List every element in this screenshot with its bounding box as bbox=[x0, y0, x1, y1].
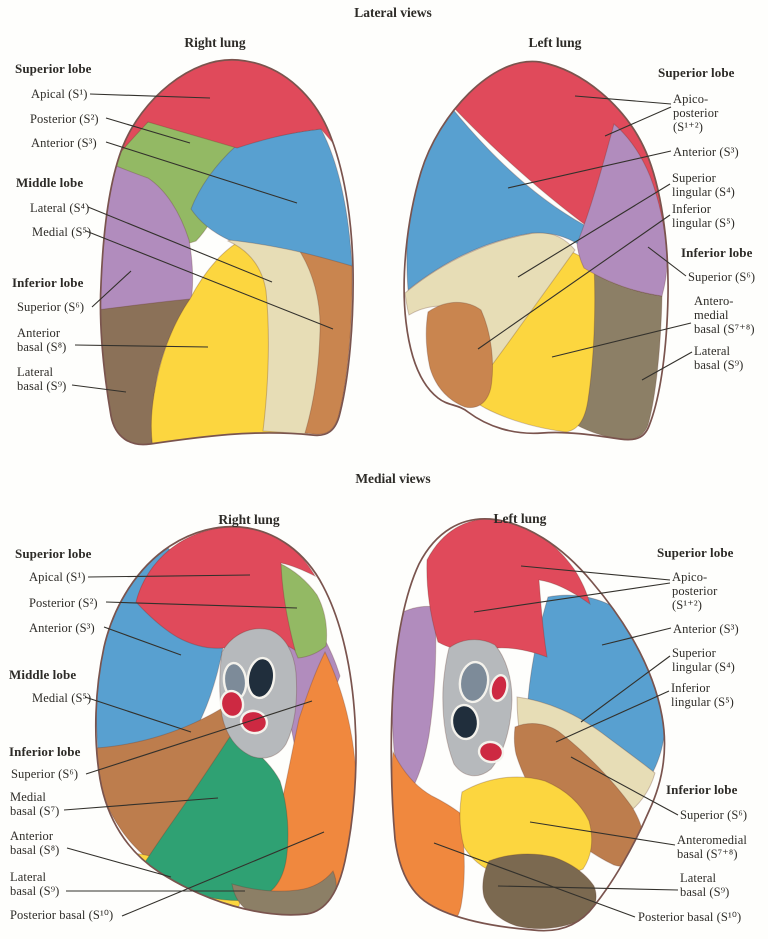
right-lung-lateral bbox=[100, 59, 353, 445]
label-middle-lobe: Middle lobe bbox=[16, 175, 84, 190]
label-anterior-s3: Anterior (S³) bbox=[31, 136, 97, 150]
hilum-pulmonary-vein bbox=[489, 674, 509, 702]
label-posterior-basal-s10: Posterior basal (S¹⁰) bbox=[10, 908, 114, 922]
hilum-bronchus bbox=[246, 656, 276, 700]
segment-medial-s5 bbox=[297, 249, 353, 435]
segment-anteromedial-basal-s78 bbox=[459, 776, 593, 881]
label-anteromedial-basal-s78: Anteromedial basal (S⁷⁺⁸) bbox=[677, 833, 747, 861]
label-anterior-basal-s8: Anterior basal (S⁸) bbox=[17, 326, 67, 354]
label-lateral-basal-s9: Lateral basal (S⁹) bbox=[694, 344, 744, 372]
label-superior-lobe: Superior lobe bbox=[15, 61, 92, 76]
left-lung-medial bbox=[391, 518, 665, 931]
label-superior-s6: Superior (S⁶) bbox=[688, 270, 756, 284]
lung-title-left-lateral: Left lung bbox=[528, 35, 582, 50]
label-inferior-lingular-s5: Inferior lingular (S⁵) bbox=[671, 681, 734, 709]
label-apicoposterior-s12: Apico- posterior (S¹⁺²) bbox=[672, 570, 718, 612]
label-lateral-basal-s9: Lateral basal (S⁹) bbox=[17, 365, 67, 393]
right-lung-medial bbox=[95, 526, 356, 915]
label-inferior-lobe: Inferior lobe bbox=[681, 245, 753, 260]
label-apicoposterior-s12: Apico- posterior (S¹⁺²) bbox=[673, 92, 719, 134]
hilum-pulmonary-vein bbox=[219, 689, 245, 719]
segment-superior-lingular-s4 bbox=[404, 232, 576, 400]
label-superior-s6: Superior (S⁶) bbox=[11, 767, 79, 781]
hilum-bronchus bbox=[450, 703, 480, 741]
label-posterior-s2: Posterior (S²) bbox=[29, 596, 98, 610]
label-posterior-basal-s10: Posterior basal (S¹⁰) bbox=[638, 910, 742, 924]
left-lung-medial-outline bbox=[390, 518, 666, 932]
section-title-lateral: Lateral views bbox=[354, 5, 432, 20]
segment-superior-s6 bbox=[576, 123, 668, 297]
label-superior-lingular-s4: Superior lingular (S⁴) bbox=[672, 646, 735, 674]
label-middle-lobe: Middle lobe bbox=[9, 667, 77, 682]
right-lung-medial-outline bbox=[94, 525, 357, 916]
label-medial-basal-s7: Medial basal (S⁷) bbox=[10, 790, 60, 818]
hilum-pulmonary-artery bbox=[458, 660, 490, 704]
label-superior-lobe: Superior lobe bbox=[15, 546, 92, 561]
lung-title-left-medial: Left lung bbox=[493, 511, 547, 526]
leader-lines bbox=[63, 93, 693, 918]
label-superior-s6: Superior (S⁶) bbox=[680, 808, 748, 822]
label-anterior-s3: Anterior (S³) bbox=[673, 622, 739, 636]
left-lung-lateral bbox=[404, 61, 668, 440]
label-inferior-lobe: Inferior lobe bbox=[9, 744, 81, 759]
label-superior-lobe: Superior lobe bbox=[658, 65, 735, 80]
label-anterior-s3: Anterior (S³) bbox=[673, 145, 739, 159]
left-lung-lateral-outline bbox=[403, 60, 669, 441]
label-inferior-lobe: Inferior lobe bbox=[666, 782, 738, 797]
lung-title-right-medial: Right lung bbox=[218, 512, 280, 527]
section-title-medial: Medial views bbox=[355, 471, 431, 486]
hilum-pulmonary-vein bbox=[477, 740, 505, 764]
right-lung-lateral-outline bbox=[99, 59, 354, 446]
label-inferior-lobe: Inferior lobe bbox=[12, 275, 84, 290]
label-superior-lingular-s4: Superior lingular (S⁴) bbox=[672, 171, 735, 199]
label-anterior-basal-s8: Anterior basal (S⁸) bbox=[10, 829, 60, 857]
label-anterior-s3: Anterior (S³) bbox=[29, 621, 95, 635]
label-inferior-lingular-s5: Inferior lingular (S⁵) bbox=[672, 202, 735, 230]
label-apical-s1: Apical (S¹) bbox=[31, 87, 88, 101]
label-apical-s1: Apical (S¹) bbox=[29, 570, 86, 584]
label-anteromedial-basal-s78: Antero- medial basal (S⁷⁺⁸) bbox=[694, 294, 755, 336]
label-superior-s6: Superior (S⁶) bbox=[17, 300, 85, 314]
label-superior-lobe: Superior lobe bbox=[657, 545, 734, 560]
segment-inferior-lingular-s5 bbox=[425, 301, 494, 409]
label-posterior-s2: Posterior (S²) bbox=[30, 112, 99, 126]
label-lateral-s4: Lateral (S⁴) bbox=[30, 201, 90, 215]
label-medial-s5: Medial (S⁵) bbox=[32, 225, 92, 239]
label-lateral-basal-s9: Lateral basal (S⁹) bbox=[10, 870, 60, 898]
segment-anterior-s3 bbox=[190, 128, 353, 267]
label-medial-s5: Medial (S⁵) bbox=[32, 691, 92, 705]
label-lateral-basal-s9: Lateral basal (S⁹) bbox=[680, 871, 730, 899]
lung-title-right-lateral: Right lung bbox=[184, 35, 246, 50]
hilum-pulmonary-vein bbox=[239, 709, 269, 735]
